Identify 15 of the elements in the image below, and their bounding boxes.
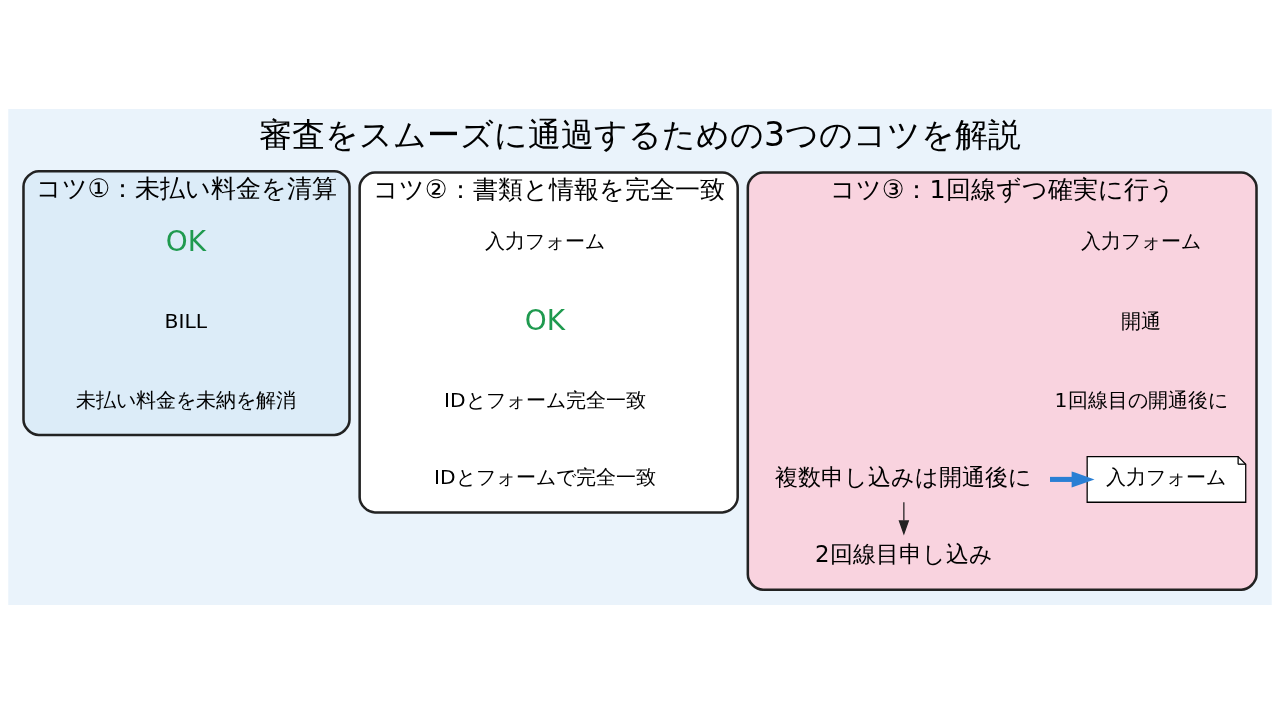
node-text: 複数申し込みは開通後に [775,464,1033,490]
label: 未払い料金を未納を解消 [75,387,296,412]
label: BILL [164,309,208,334]
label: 1回線目の開通後に [1054,387,1228,412]
label: 入力フォーム [1081,229,1202,254]
arrow [1050,471,1095,488]
arrow [898,501,910,536]
label: OK [165,224,206,258]
label: 開通 [1121,309,1162,334]
label: IDとフォームで完全一致 [434,465,656,490]
diagram-title: 審査をスムーズに通過するための3つのコツを解説 [259,114,1021,154]
node-text: 2回線目申し込み [815,541,993,568]
label: 入力フォーム [484,229,605,254]
label: OK [524,304,565,338]
label: IDとフォーム完全一致 [444,387,646,412]
